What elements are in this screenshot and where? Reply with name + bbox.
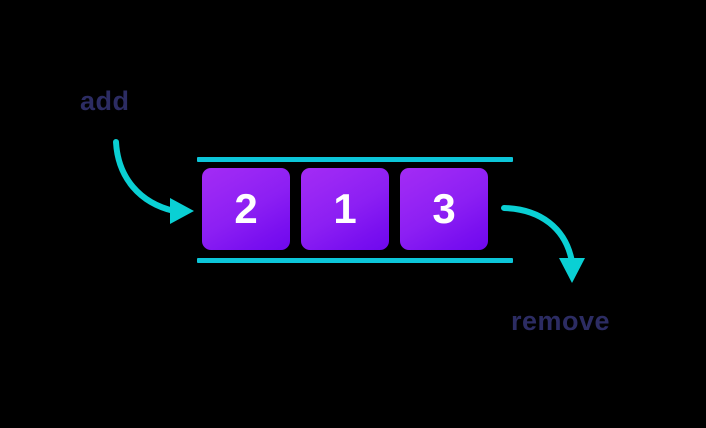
queue-item-value: 1 — [333, 185, 357, 232]
remove-label: remove — [511, 306, 611, 336]
queue-item: 1 — [301, 168, 389, 250]
add-arrow-icon — [113, 139, 194, 224]
queue-item: 3 — [400, 168, 488, 250]
add-label: add — [80, 86, 130, 116]
queue-item-value: 2 — [234, 185, 258, 232]
queue-bottom-rail — [197, 258, 513, 263]
remove-arrow-icon — [501, 205, 585, 283]
queue-item: 2 — [202, 168, 290, 250]
queue-item-value: 3 — [432, 185, 456, 232]
queue-top-rail — [197, 157, 513, 162]
